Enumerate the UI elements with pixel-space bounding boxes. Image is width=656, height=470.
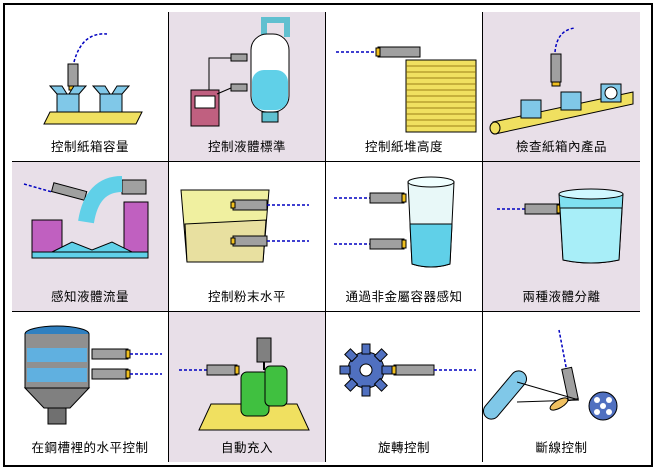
- panel-label: 在鋼槽裡的水平控制: [31, 440, 149, 455]
- wire-break-illustration: [483, 329, 618, 421]
- panel-label: 自動充入: [220, 440, 273, 455]
- liquid-flow-illustration: [23, 176, 149, 259]
- panel-liquid-level: 控制液體標準: [169, 12, 326, 162]
- panel-box-capacity: 控制紙箱容量: [12, 12, 169, 162]
- panel-label: 通過非金屬容器感知: [345, 289, 463, 304]
- panel-label: 控制紙堆高度: [364, 139, 443, 154]
- panel-label: 檢查紙箱內產品: [515, 139, 607, 154]
- panel-liquid-separation: 兩種液體分離: [483, 162, 640, 312]
- paper-stack-illustration: [336, 46, 477, 133]
- panel-powder-level: 控制粉末水平: [169, 162, 326, 312]
- image-frame: 控制紙箱容量 控制液體標準: [3, 3, 653, 467]
- product-check-illustration: [489, 27, 634, 135]
- panel-steel-tank: 在鋼槽裡的水平控制: [12, 312, 169, 462]
- nonmetal-container-illustration: [334, 176, 455, 268]
- panel-label: 兩種液體分離: [522, 289, 601, 304]
- rotation-illustration: [339, 343, 476, 397]
- panel-label: 控制液體標準: [207, 139, 286, 154]
- panel-paper-stack: 控制紙堆高度: [326, 12, 483, 162]
- panel-label: 斷線控制: [535, 440, 588, 455]
- steel-tank-illustration: [23, 325, 162, 425]
- panel-auto-fill: 自動充入: [169, 312, 326, 462]
- box-capacity-illustration: [43, 33, 143, 125]
- panel-label: 感知液體流量: [50, 289, 129, 304]
- panel-nonmetal-container: 通過非金屬容器感知: [326, 162, 483, 312]
- powder-level-illustration: [180, 189, 309, 263]
- panel-product-check: 檢查紙箱內產品: [483, 12, 640, 162]
- panel-rotation: 旋轉控制: [326, 312, 483, 462]
- liquid-level-illustration: [190, 17, 290, 127]
- liquid-separation-illustration: [497, 188, 624, 264]
- panel-wire-break: 斷線控制: [483, 312, 640, 462]
- panel-liquid-flow: 感知液體流量: [12, 162, 169, 312]
- sensor-application-grid: 控制紙箱容量 控制液體標準: [12, 12, 640, 462]
- auto-fill-illustration: [179, 337, 310, 431]
- panel-label: 旋轉控制: [377, 440, 430, 455]
- panel-label: 控制粉末水平: [207, 289, 286, 304]
- panel-label: 控制紙箱容量: [50, 139, 129, 154]
